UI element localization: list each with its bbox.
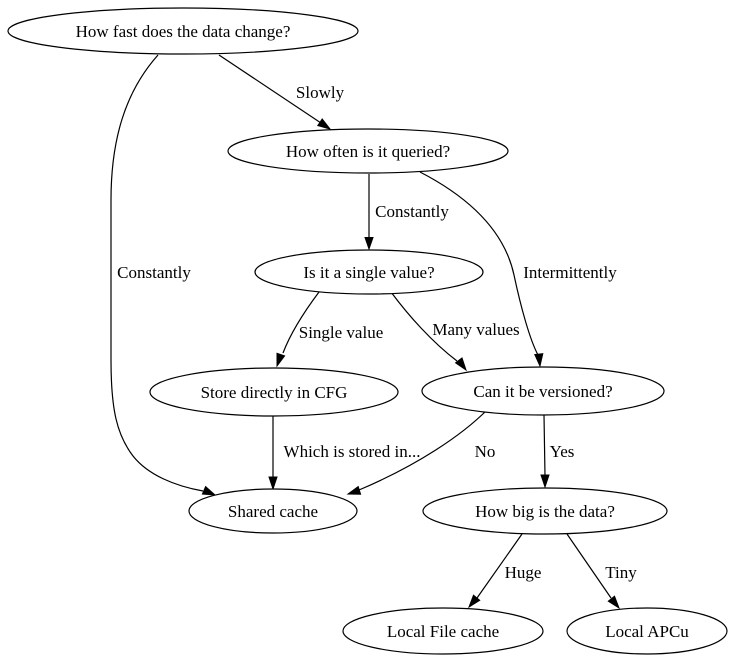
edge-how-big-to-local-apcu: Tiny <box>566 533 637 610</box>
node-how-often: How often is it queried? <box>227 128 509 174</box>
edge-line <box>390 291 458 362</box>
edge-label-huge: Huge <box>505 563 542 582</box>
node-single-value: Is it a single value? <box>254 249 484 295</box>
arrowhead-icon <box>364 237 374 251</box>
arrowhead-icon <box>540 474 550 489</box>
edge-versioned-to-shared-cache: No <box>346 409 496 495</box>
arrowhead-icon <box>317 118 332 130</box>
edge-line <box>566 533 612 599</box>
node-ellipse <box>342 607 544 655</box>
node-label-local-apcu: Local APCu <box>605 622 689 641</box>
edge-store-cfg-to-shared-cache: Which is stored in... <box>268 416 421 491</box>
arrowhead-icon <box>607 595 621 610</box>
node-ellipse <box>149 367 399 417</box>
edge-single-value-to-versioned: Many values <box>390 291 520 372</box>
node-local-file: Local File cache <box>342 607 544 655</box>
arrowhead-icon <box>454 357 467 372</box>
node-ellipse <box>227 128 509 174</box>
edge-how-fast-to-shared-cache: Constantly <box>110 54 217 496</box>
arrowhead-icon <box>201 485 217 496</box>
edge-line <box>282 291 320 354</box>
edge-line <box>543 414 546 477</box>
node-ellipse <box>7 7 359 55</box>
edge-label-constantly-mid: Constantly <box>375 202 449 221</box>
edge-label-slowly: Slowly <box>296 83 345 102</box>
node-label-store-cfg: Store directly in CFG <box>201 383 348 402</box>
edge-line <box>419 171 539 356</box>
arrowhead-icon <box>276 352 286 368</box>
node-ellipse <box>254 249 484 295</box>
edge-label-no: No <box>475 442 496 461</box>
arrowhead-icon <box>268 476 278 491</box>
node-store-cfg: Store directly in CFG <box>149 367 399 417</box>
node-label-how-fast: How fast does the data change? <box>76 22 291 41</box>
edge-how-big-to-local-file: Huge <box>468 533 542 609</box>
node-label-how-big: How big is the data? <box>475 502 615 521</box>
edge-line <box>110 54 204 492</box>
node-versioned: Can it be versioned? <box>421 366 665 416</box>
edge-how-often-to-versioned: Intermittently <box>419 171 617 368</box>
edge-label-constantly-left: Constantly <box>117 263 191 282</box>
node-label-shared-cache: Shared cache <box>228 502 318 521</box>
arrowhead-icon <box>468 594 481 609</box>
node-label-single-value: Is it a single value? <box>303 263 434 282</box>
node-shared-cache: Shared cache <box>188 488 358 534</box>
arrowhead-icon <box>534 353 544 368</box>
node-label-how-often: How often is it queried? <box>286 142 450 161</box>
edge-versioned-to-how-big: Yes <box>540 414 575 489</box>
edge-line <box>476 533 523 599</box>
edge-label-many-values: Many values <box>432 320 519 339</box>
edge-how-often-to-single-value: Constantly <box>364 174 449 251</box>
node-ellipse <box>566 607 728 655</box>
node-ellipse <box>188 488 358 534</box>
node-how-big: How big is the data? <box>422 487 668 535</box>
node-label-local-file: Local File cache <box>387 622 499 641</box>
edge-line <box>218 54 322 124</box>
edge-label-single-value: Single value <box>299 323 384 342</box>
edge-label-tiny: Tiny <box>605 563 637 582</box>
node-ellipse <box>421 366 665 416</box>
edge-label-intermittently: Intermittently <box>523 263 617 282</box>
edge-how-fast-to-how-often: Slowly <box>218 54 345 130</box>
edge-single-value-to-store-cfg: Single value <box>276 291 384 368</box>
arrowhead-icon <box>346 485 362 495</box>
node-label-versioned: Can it be versioned? <box>473 382 612 401</box>
node-ellipse <box>422 487 668 535</box>
node-how-fast: How fast does the data change? <box>7 7 359 55</box>
edge-label-which-stored: Which is stored in... <box>284 442 421 461</box>
edge-line <box>358 409 488 491</box>
edge-label-yes: Yes <box>550 442 575 461</box>
node-local-apcu: Local APCu <box>566 607 728 655</box>
